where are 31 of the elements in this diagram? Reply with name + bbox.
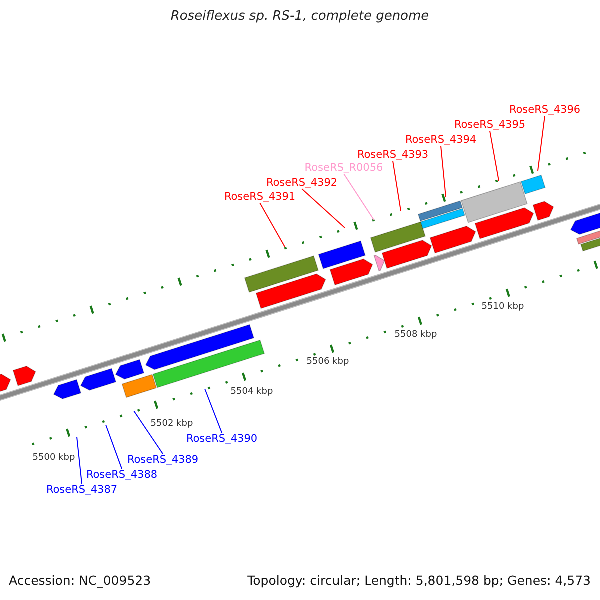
leader-line xyxy=(344,174,374,220)
gene-label: RoseRS_4390 xyxy=(186,432,258,446)
leader-line xyxy=(302,188,346,228)
leader-line xyxy=(440,146,446,198)
scale-label: 5500 kbp xyxy=(32,452,76,464)
leader-line xyxy=(106,424,122,470)
title: Roseiflexus sp. RS-1, complete genome xyxy=(170,10,430,25)
gene-label: RoseRS_4388 xyxy=(86,468,158,482)
scale-label: 5502 kbp xyxy=(150,418,194,430)
leader-line xyxy=(134,410,164,454)
leader-line xyxy=(490,130,500,182)
gene-label: RoseRS_4389 xyxy=(127,454,199,466)
scale-label: 5506 kbp xyxy=(306,356,350,368)
scale-label: 5504 kbp xyxy=(230,386,274,398)
gene-label: RoseRS_4396 xyxy=(509,104,581,116)
gene-label: RoseRS_4387 xyxy=(46,484,118,496)
leader-line xyxy=(392,160,402,212)
leader-line xyxy=(260,202,286,248)
genome-summary-text: Topology: circular; Length: 5,801,598 bp; Genes: 4,573 xyxy=(248,574,591,588)
gene-label: RoseRS_4394 xyxy=(405,134,477,146)
gene-label: RoseRS_4395 xyxy=(454,118,526,132)
gene-label: RoseRS_4393 xyxy=(357,148,429,162)
scale-label: 5510 kbp xyxy=(482,302,524,312)
gene-label: RoseRS_4391 xyxy=(224,190,296,204)
leader-line xyxy=(76,436,82,484)
gene-label: RoseRS_4392 xyxy=(266,176,338,190)
leader-line xyxy=(538,116,546,172)
scale-label: 5508 kbp xyxy=(394,330,438,340)
leader-line xyxy=(204,388,222,434)
gene-label: RoseRS_R0056 xyxy=(304,162,384,174)
accession-text: Accession: NC_009523 xyxy=(9,574,152,588)
